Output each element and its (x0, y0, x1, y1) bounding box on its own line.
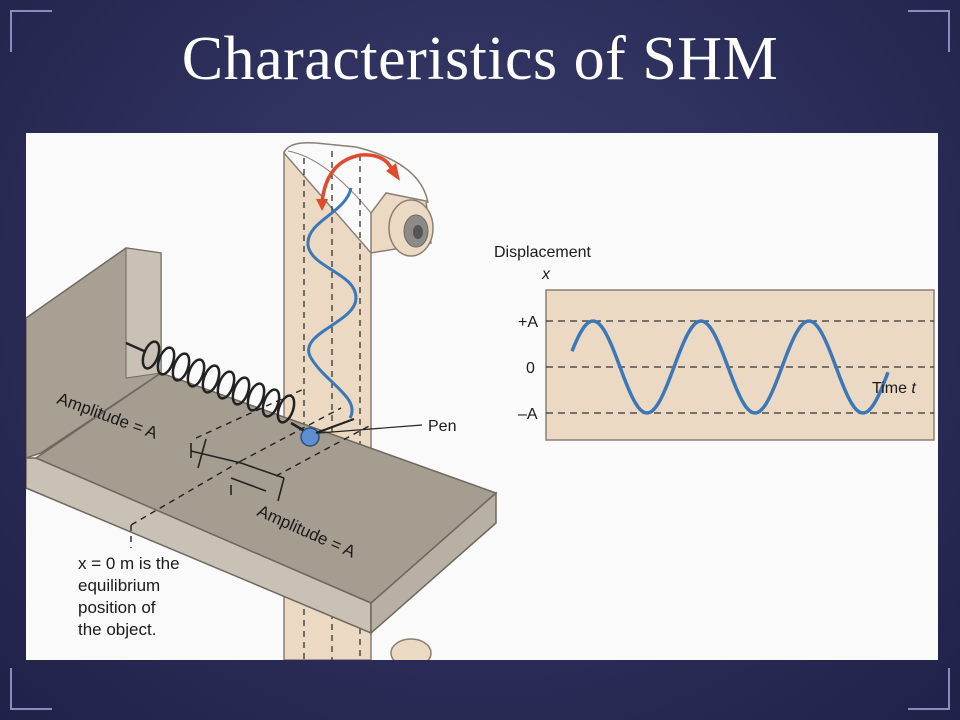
graph-paper (545, 289, 935, 441)
tick-minus-a: –A (518, 406, 538, 423)
time-axis-label: Time t (872, 380, 916, 397)
shm-diagram-svg: Pen Amplitude = A Amplitude = A x = 0 m … (26, 133, 938, 660)
shm-figure: Pen Amplitude = A Amplitude = A x = 0 m … (26, 133, 938, 660)
amplitude-markers (130, 387, 372, 548)
platform (26, 247, 498, 635)
slide-corner-top-left (10, 10, 52, 52)
graph-wave (570, 319, 890, 415)
slide-corner-bottom-left (10, 668, 52, 710)
slide-corner-bottom-right (908, 668, 950, 710)
equilibrium-note-line-4: the object. (78, 620, 156, 639)
spring (125, 340, 309, 435)
equilibrium-note-line-1: x = 0 m is the (78, 554, 180, 573)
slide-title: Characteristics of SHM (181, 25, 779, 93)
displacement-graph: Displacement x +A 0 –A Time t (494, 244, 935, 441)
rotation-arrow (320, 153, 396, 204)
graph-y-title: Displacement (494, 244, 591, 261)
equilibrium-note-line-2: equilibrium (78, 576, 160, 595)
time-axis-symbol: t (911, 380, 916, 397)
mass-ball (300, 427, 320, 447)
strip-wave-trace (306, 187, 358, 419)
time-axis-word: Time (872, 380, 907, 397)
tick-zero: 0 (526, 360, 535, 377)
equilibrium-note-line-3: position of (78, 598, 156, 617)
pen-label: Pen (428, 418, 456, 435)
tick-plus-a: +A (518, 314, 538, 331)
amplitude-brackets (190, 438, 285, 502)
graph-y-symbol: x (541, 266, 551, 283)
equilibrium-note: x = 0 m is the equilibrium position of t… (78, 554, 180, 639)
slide-corner-top-right (908, 10, 950, 52)
